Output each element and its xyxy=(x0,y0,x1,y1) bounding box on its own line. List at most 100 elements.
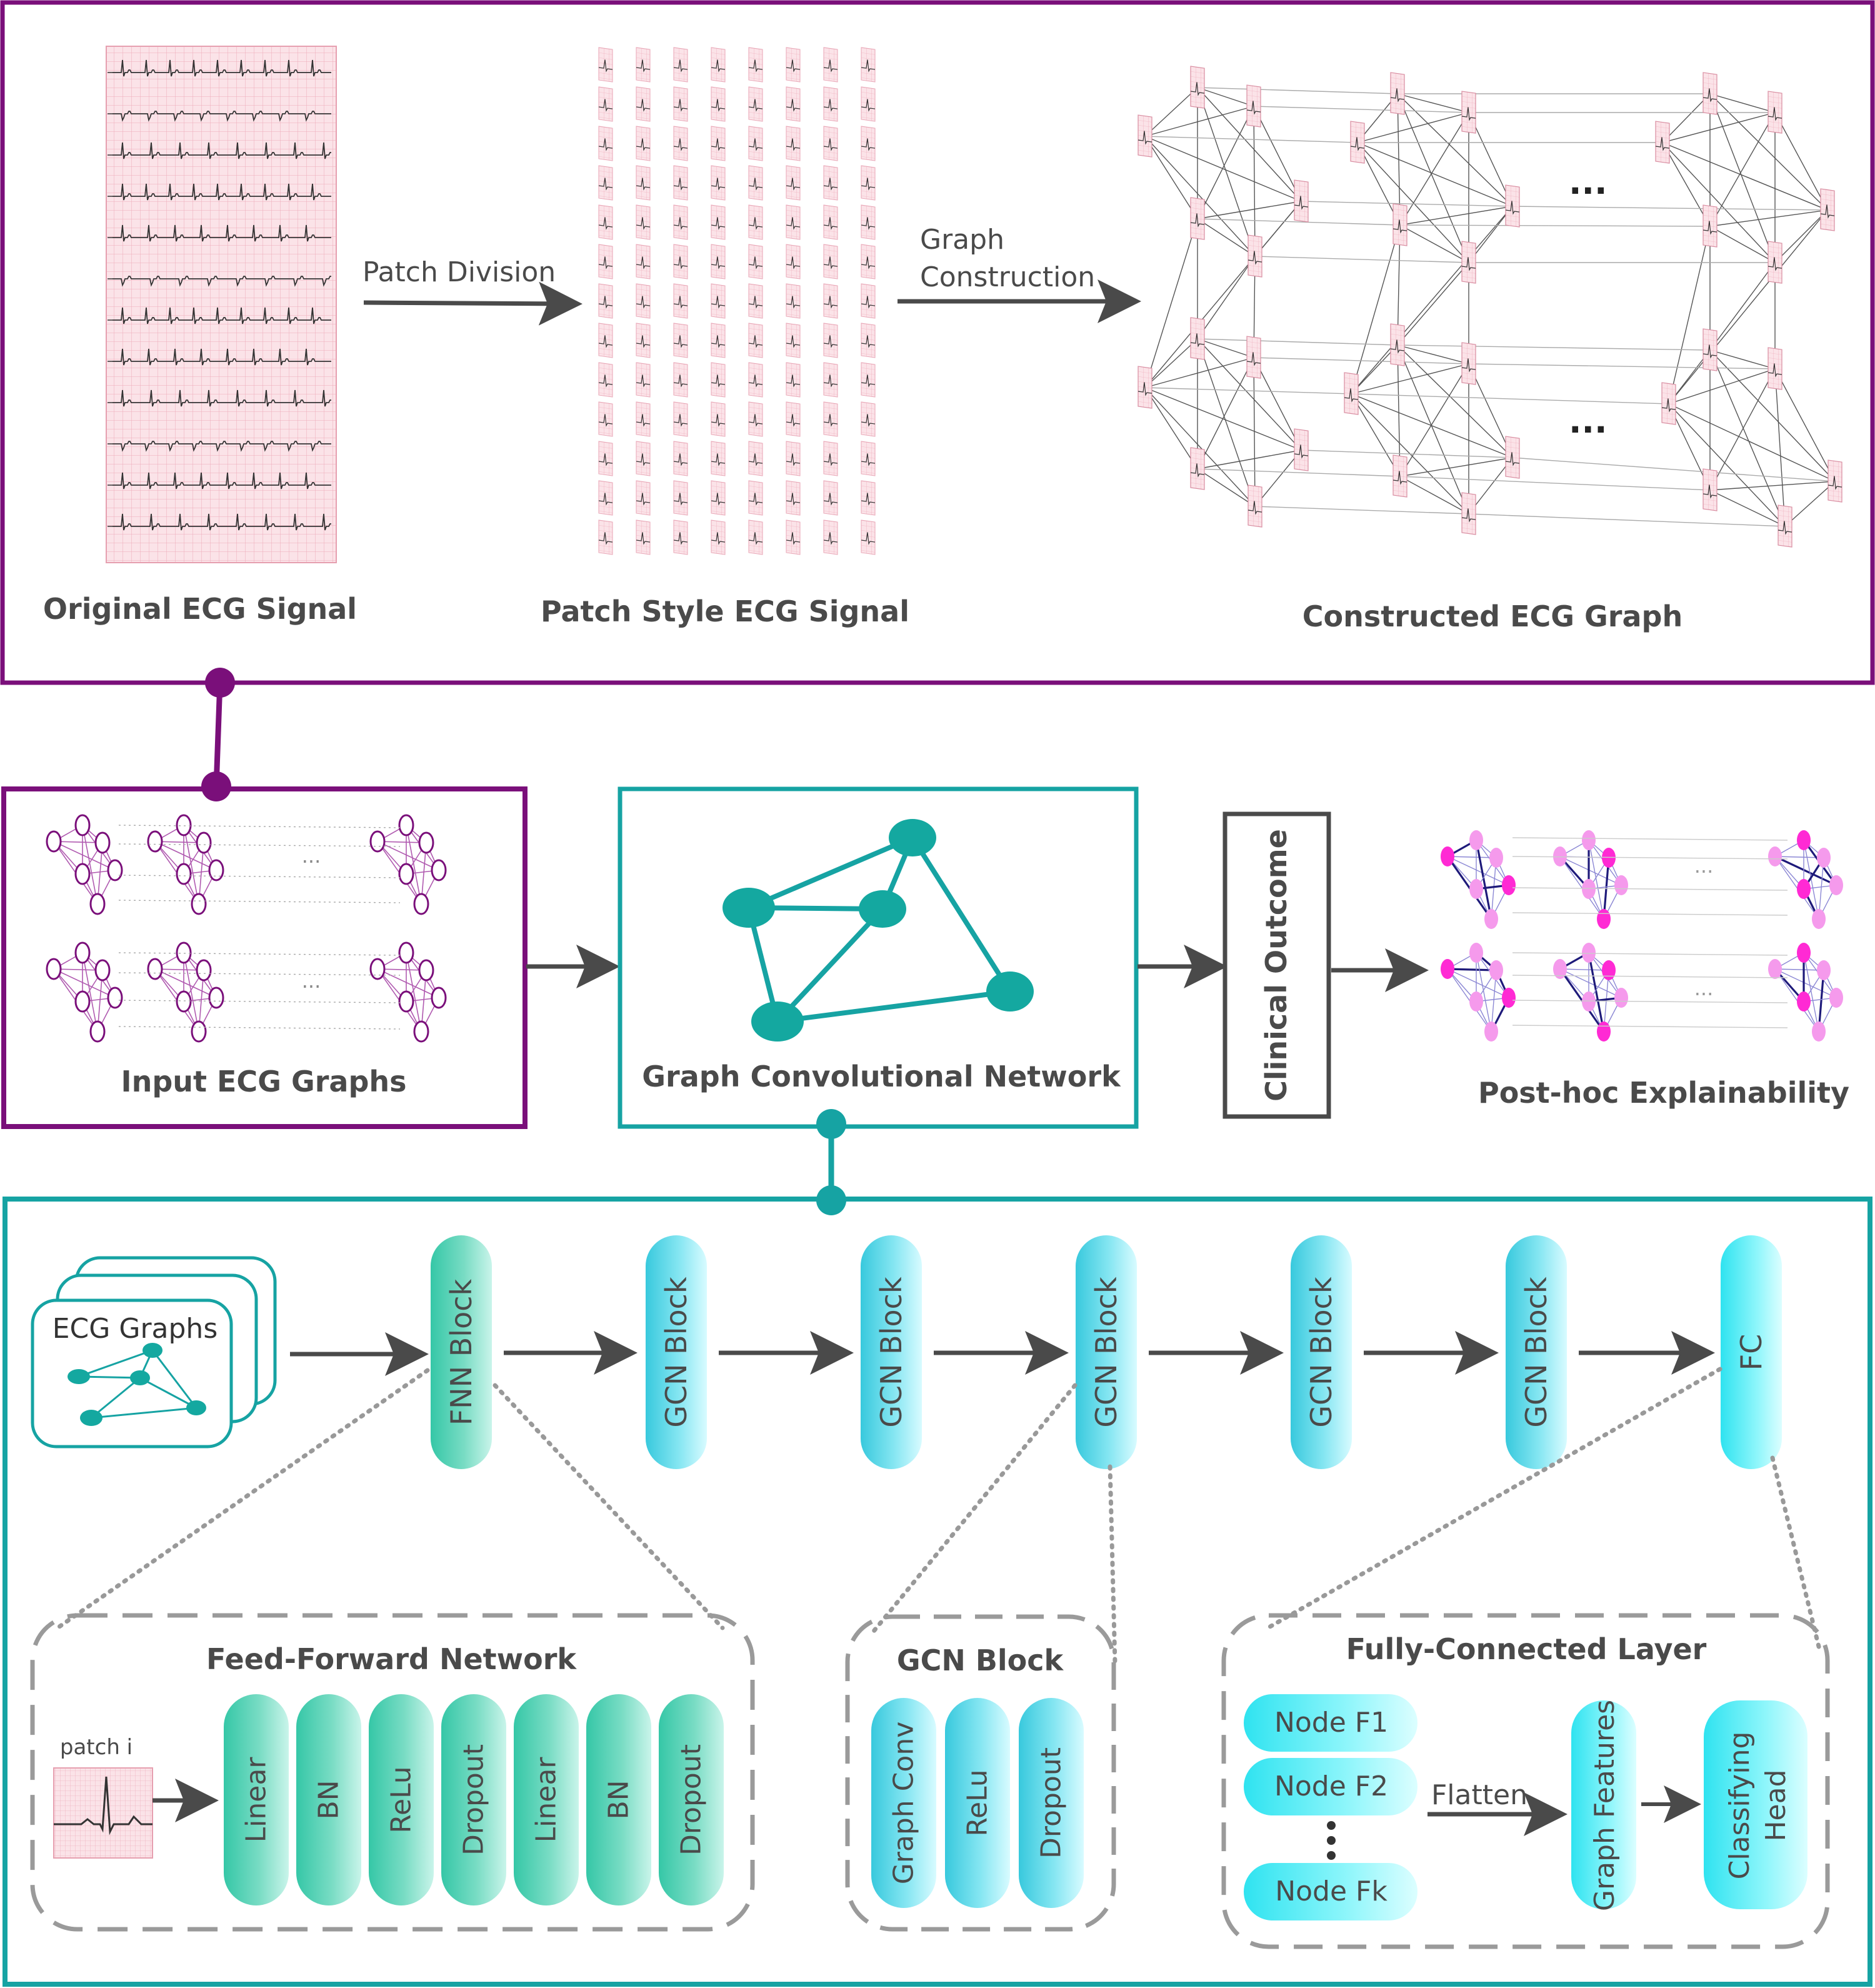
ecg-lead-trace xyxy=(112,142,331,159)
graph-node-patch xyxy=(1828,459,1842,503)
patch-i-label: patch i xyxy=(60,1735,132,1760)
svg-text:Dropout: Dropout xyxy=(1036,1747,1068,1859)
ecg-patch xyxy=(823,441,838,476)
ecg-patch xyxy=(823,86,838,122)
ffn-layer: BN xyxy=(296,1694,361,1905)
gcn-block-layer: Graph Conv xyxy=(871,1698,936,1908)
fc-layer-title: Fully-Connected Layer xyxy=(1346,1632,1707,1666)
ecg-patch xyxy=(823,126,838,161)
ecg-patch xyxy=(598,520,613,555)
ecg-patch xyxy=(748,283,763,319)
ecg-patch xyxy=(598,244,613,279)
graph-node-patch xyxy=(1246,336,1261,379)
ecg-patch xyxy=(598,283,613,319)
ecg-graphs-card-stack xyxy=(31,1256,277,1448)
input-graph-cluster xyxy=(369,941,447,1043)
ecg-patch xyxy=(636,165,651,201)
ecg-patch xyxy=(711,126,726,161)
purple-connector-dot-top xyxy=(205,668,235,698)
ecg-patch xyxy=(673,126,688,161)
teal-connector-dot-top xyxy=(816,1109,846,1139)
ffn-container xyxy=(30,1613,755,1932)
svg-text:GCN Block: GCN Block xyxy=(1519,1277,1553,1428)
bottom-panel-frame xyxy=(2,1197,1872,1987)
zoom-lines xyxy=(55,1367,1822,1665)
graph-node-patch xyxy=(1461,492,1476,535)
ecg-patch xyxy=(786,323,801,358)
ffn-layer: Linear xyxy=(514,1694,579,1905)
pipeline-block: GCN Block xyxy=(1291,1235,1352,1469)
explain-graph-cluster xyxy=(1441,943,1516,1042)
ecg-patch xyxy=(673,204,688,240)
input-graph-cluster xyxy=(369,814,447,915)
graph-node-patch xyxy=(1461,342,1476,385)
graph-features-label: Graph Features xyxy=(1589,1700,1621,1911)
pipeline-block: GCN Block xyxy=(1076,1235,1137,1469)
pipeline-block: GCN Block xyxy=(646,1235,707,1469)
graph-node-patch xyxy=(1190,317,1205,360)
input-ecg-graphs-illustration: ...... xyxy=(46,814,447,1043)
svg-text:BN: BN xyxy=(603,1780,635,1819)
svg-text:GCN Block: GCN Block xyxy=(1304,1277,1338,1428)
ecg-patch xyxy=(823,520,838,555)
ffn-title: Feed-Forward Network xyxy=(206,1642,577,1676)
ffn-layer: ReLu xyxy=(369,1694,434,1905)
ecg-patch xyxy=(598,480,613,516)
top-panel-frame xyxy=(0,0,1875,685)
ecg-lead-trace xyxy=(112,183,331,201)
graph-node-patch xyxy=(1702,468,1718,511)
explain-graph-cluster xyxy=(1553,830,1628,929)
graph-node-patch xyxy=(1248,234,1262,278)
ecg-patch xyxy=(673,244,688,279)
node-ellipsis-dots xyxy=(1327,1821,1336,1860)
graph-node-patch xyxy=(1661,382,1676,425)
ecg-patch xyxy=(636,86,651,122)
ecg-patch xyxy=(598,441,613,476)
explain-ellipsis-2: ... xyxy=(1694,976,1714,1000)
ecg-patch xyxy=(711,165,726,201)
graph-node-patch xyxy=(1768,241,1782,284)
ecg-patch xyxy=(823,204,838,240)
caption-original-ecg: Original ECG Signal xyxy=(43,592,357,626)
ecg-patch xyxy=(861,283,876,319)
ecg-patch xyxy=(786,480,801,516)
ecg-patch xyxy=(786,204,801,240)
input-graph-ellipsis-1: ... xyxy=(302,844,321,868)
ecg-patch xyxy=(598,86,613,122)
post-hoc-explainability-illustration: ...... xyxy=(1441,830,1843,1042)
ecg-patch xyxy=(823,47,838,83)
ecg-patch xyxy=(861,86,876,122)
ecg-patch xyxy=(636,126,651,161)
graph-node-patch xyxy=(1505,436,1520,479)
gcn-network-label: Graph Convolutional Network xyxy=(642,1060,1121,1093)
ecg-patch xyxy=(748,323,763,358)
ecg-patch xyxy=(636,401,651,437)
gcn-block-title: GCN Block xyxy=(897,1644,1064,1677)
ecg-lead-trace xyxy=(112,513,331,531)
ecg-patch xyxy=(861,441,876,476)
svg-text:Linear: Linear xyxy=(531,1757,562,1843)
ecg-patch xyxy=(711,323,726,358)
graph-features-pill xyxy=(1571,1700,1636,1909)
graph-node-patch xyxy=(1294,428,1309,471)
svg-text:GCN Block: GCN Block xyxy=(874,1277,908,1428)
graph-node-patch xyxy=(1505,184,1520,228)
fc-layer-container xyxy=(1221,1613,1830,1949)
graph-node-patch xyxy=(1820,188,1835,231)
gcn-network-graph xyxy=(722,819,1034,1042)
ecg-patch xyxy=(861,480,876,516)
node-f1-label: Node F1 xyxy=(1274,1707,1388,1739)
ecg-patch xyxy=(823,244,838,279)
ecg-patch xyxy=(636,47,651,83)
input-graphs-label: Input ECG Graphs xyxy=(121,1065,406,1098)
graph-construction-label-1: Graph xyxy=(920,224,1004,256)
post-hoc-label: Post-hoc Explainability xyxy=(1478,1076,1849,1110)
node-fk-label: Node Fk xyxy=(1275,1875,1388,1907)
ecg-patch xyxy=(786,165,801,201)
node-f2-label: Node F2 xyxy=(1274,1770,1388,1802)
explain-graph-cluster xyxy=(1441,830,1516,929)
ecg-patch xyxy=(673,401,688,437)
node-fk-pill xyxy=(1244,1863,1418,1920)
